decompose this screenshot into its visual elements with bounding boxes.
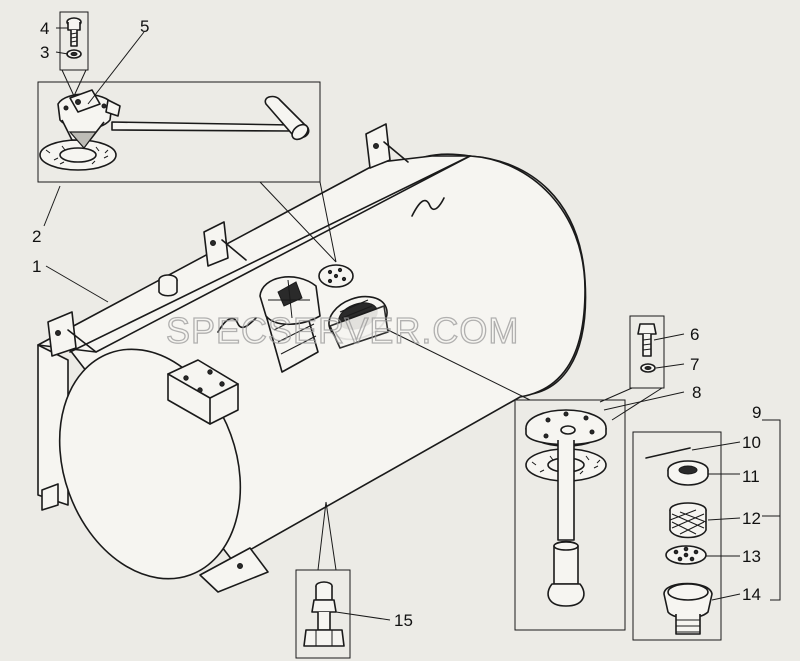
mounting-brackets (41, 123, 409, 593)
inset-level-sensor (37, 81, 321, 183)
fuel-tank (37, 153, 587, 580)
callout-1: 1 (32, 257, 41, 276)
watermark: SPECSERVER.COM (166, 310, 519, 351)
callout-5: 5 (140, 17, 149, 36)
callout-2: 2 (32, 227, 41, 246)
callout-13: 13 (742, 547, 761, 566)
leader-lines (43, 27, 741, 621)
pin-10 (645, 447, 691, 459)
screw-6 (637, 323, 657, 357)
tank-top-rail (37, 155, 471, 353)
callout-8: 8 (692, 383, 701, 402)
group-bracket-9 (762, 419, 781, 601)
callout-4: 4 (40, 19, 49, 38)
callout-11: 11 (742, 467, 760, 486)
callout-15: 15 (394, 611, 413, 630)
inset-screw-lower (629, 315, 665, 389)
callout-12: 12 (742, 509, 761, 528)
callout-6: 6 (690, 325, 699, 344)
drain-plug-15 (303, 581, 345, 647)
callout-labels: 1 2 3 4 5 6 7 8 9 10 11 12 13 14 15 (32, 17, 761, 630)
perforated-disk-13 (665, 545, 707, 565)
inset-filter-parts (632, 431, 722, 641)
ring-11 (667, 460, 709, 486)
sender-opening (328, 295, 389, 349)
callout-3: 3 (40, 43, 49, 62)
mounting-plate (167, 359, 239, 425)
tank-boss (158, 274, 178, 297)
callout-10: 10 (742, 433, 761, 452)
washer-7 (640, 363, 656, 373)
screw-4 (66, 17, 82, 47)
level-sensor-flange (318, 264, 354, 288)
inset-screw-upper (59, 11, 89, 71)
washer-3 (66, 49, 82, 59)
callout-14: 14 (742, 585, 761, 604)
mesh-filter-12 (669, 502, 707, 539)
callout-9: 9 (752, 403, 761, 422)
strainer-housing-14 (663, 582, 713, 635)
intake-pipe-assembly (525, 409, 607, 607)
filler-neck (259, 276, 321, 373)
callout-7: 7 (690, 355, 699, 374)
level-sensor (39, 89, 310, 171)
inset-fuel-intake (514, 399, 626, 631)
tank-side-plate (37, 344, 69, 506)
